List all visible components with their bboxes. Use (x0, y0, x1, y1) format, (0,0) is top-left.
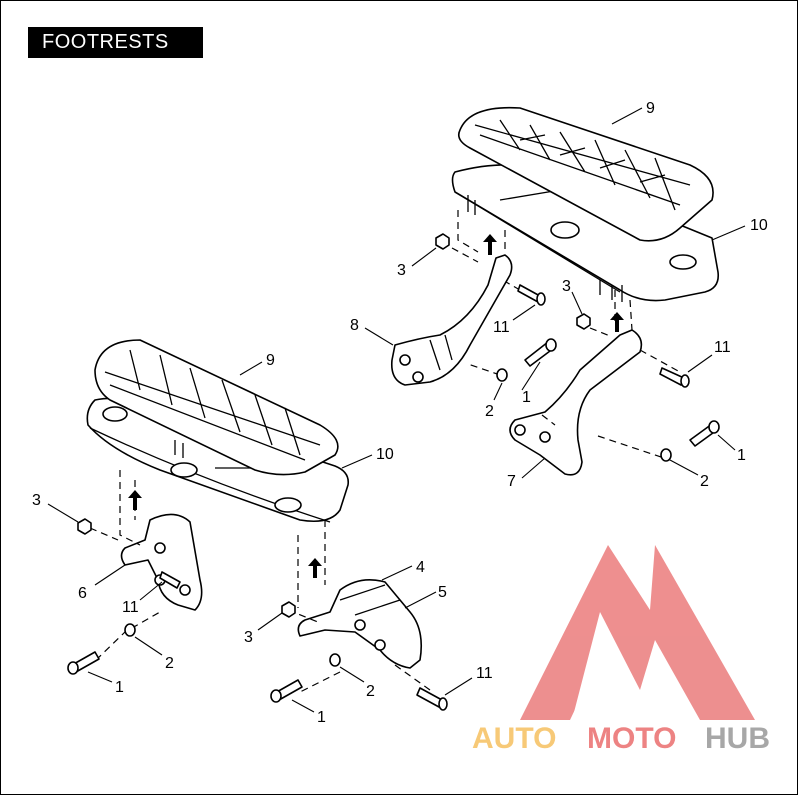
callout-11: 11 (493, 319, 510, 336)
bracket-8 (390, 254, 513, 386)
arrow-up-icon (483, 234, 497, 255)
footboard-pad-right (457, 106, 714, 242)
bolt-1 (270, 679, 303, 703)
bracket-6 (120, 513, 203, 611)
callout-10: 10 (376, 446, 394, 463)
callout-1: 1 (317, 709, 326, 726)
bolt-1 (689, 420, 720, 447)
washer-2 (124, 623, 136, 637)
bolt-11 (159, 571, 181, 589)
arrow-up-icon (128, 490, 142, 510)
arrow-up-icon (610, 312, 624, 332)
callout-11: 11 (476, 665, 493, 682)
page-title: FOOTRESTS (28, 27, 203, 58)
callout-3: 3 (397, 262, 406, 279)
callout-9: 9 (646, 100, 655, 117)
right-footboard-assembly: 9 10 3 8 11 1 2 3 11 7 1 2 (350, 100, 768, 490)
bolt-1 (524, 338, 557, 367)
callout-6: 6 (78, 585, 87, 602)
bracket-7 (509, 329, 643, 476)
bolt-11 (517, 284, 546, 306)
logo-moto: MOTO (587, 722, 676, 755)
callout-11: 11 (714, 339, 731, 356)
callout-4: 4 (416, 559, 425, 576)
bolt-11 (416, 687, 448, 711)
callout-10: 10 (750, 217, 768, 234)
callout-7: 7 (507, 473, 516, 490)
washer-2 (496, 368, 508, 382)
callout-2: 2 (485, 403, 494, 420)
callout-1: 1 (737, 447, 746, 464)
callout-9: 9 (266, 352, 275, 369)
callout-11: 11 (122, 599, 139, 616)
callout-3: 3 (244, 629, 253, 646)
logo-auto: AUTO (472, 722, 556, 755)
callout-2: 2 (700, 473, 709, 490)
callout-8: 8 (350, 317, 359, 334)
nut-3 (77, 518, 92, 535)
callout-3: 3 (562, 278, 571, 295)
callout-2: 2 (366, 683, 375, 700)
bracket-4-5 (297, 579, 423, 669)
callout-1: 1 (522, 389, 531, 406)
nut-3 (435, 233, 450, 250)
callout-3: 3 (32, 492, 41, 509)
bolt-1 (67, 651, 100, 675)
callout-1: 1 (115, 679, 124, 696)
washer-2 (329, 653, 341, 667)
footboard-base-right (451, 164, 720, 302)
logo-mountain-shape (520, 545, 755, 720)
left-footboard-assembly: 9 10 3 6 11 4 5 3 2 2 1 1 11 (32, 339, 493, 726)
bolt-11 (659, 367, 690, 388)
callout-5: 5 (438, 584, 447, 601)
nut-3 (281, 601, 296, 618)
watermark-logo: AUTO MOTO HUB (472, 545, 770, 755)
arrow-up-icon (308, 558, 322, 578)
nut-3 (576, 313, 591, 330)
washer-2 (660, 448, 672, 462)
footboard-pad-left (94, 339, 339, 476)
logo-hub: HUB (705, 722, 770, 755)
callout-2: 2 (165, 655, 174, 672)
